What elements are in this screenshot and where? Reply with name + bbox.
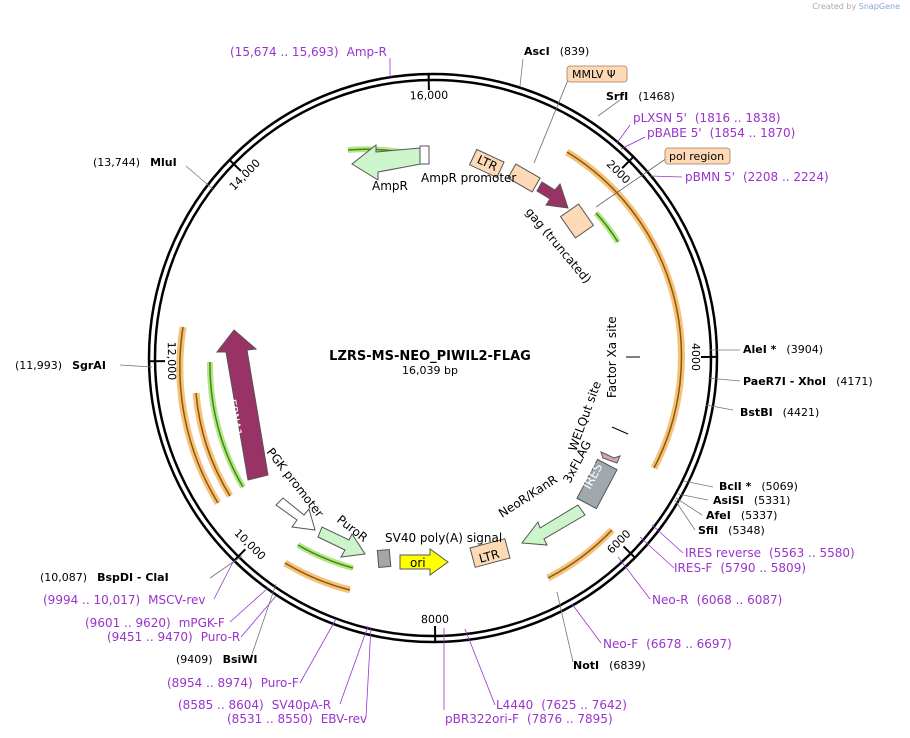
primer-puro-f: (8954 .. 8974)Puro-F	[167, 676, 299, 690]
orf-arc-2-line	[547, 529, 613, 579]
primer-puro-r: (9451 .. 9470)Puro-R	[107, 630, 240, 644]
puror-arrow	[317, 526, 366, 558]
gag-box	[559, 203, 595, 239]
orf-arcs	[176, 149, 685, 594]
sv40-polya-box	[376, 548, 392, 569]
primer-plxsn: pLXSN 5'(1816 .. 1838)	[633, 111, 781, 125]
orf-arc-2	[546, 527, 615, 582]
plasmid-length: 16,039 bp	[402, 364, 458, 377]
label-ampr: AmpR	[372, 179, 408, 193]
site-ascI: AscI(839)	[524, 45, 589, 58]
welqut-line	[611, 426, 629, 435]
orf-arc-1-line	[566, 151, 683, 469]
ampr-promoter-box	[419, 145, 430, 165]
label-ori: ori	[410, 556, 426, 570]
primer-ires-reverse: IRES reverse(5563 .. 5580)	[685, 546, 855, 560]
primer-l4440: L4440(7625 .. 7642)	[496, 698, 627, 712]
primer-mscv-rev: (9994 .. 10,017)MSCV-rev	[43, 593, 206, 607]
label-ebna1: EBNA1	[225, 398, 244, 437]
flag-marker	[600, 451, 621, 464]
pol-label-box	[664, 147, 731, 165]
primer-leaders	[213, 58, 684, 718]
pol-leader	[595, 157, 668, 208]
label-neor: NeoR/KanR	[496, 472, 560, 520]
primer-pbmn: pBMN 5'(2208 .. 2224)	[685, 170, 829, 184]
site-bstbI: BstBI(4421)	[740, 406, 819, 419]
green-arc-3-line	[209, 361, 244, 488]
tick-mark	[233, 548, 247, 562]
primer-ebv-rev: (8531 .. 8550)EBV-rev	[227, 712, 367, 726]
plasmid-title: LZRS-MS-NEO_PIWIL2-FLAG	[329, 349, 531, 364]
label-sv40: SV40 poly(A) signal	[385, 531, 502, 545]
pol-label: pol region	[669, 150, 724, 163]
site-aleI: AleI *(3904)	[743, 343, 823, 356]
primer-ires-f: IRES-F(5790 .. 5809)	[674, 561, 806, 575]
neor-arrow	[521, 504, 586, 546]
site-notI: NotI(6839)	[573, 659, 646, 672]
orf-arc-3-line	[284, 562, 351, 591]
orf-arc-4-line	[179, 326, 219, 504]
site-asiSI: AsiSI(5331)	[713, 494, 790, 507]
primer-neo-r: Neo-R(6068 .. 6087)	[652, 593, 782, 607]
site-bsiWI: (9409)BsiWI	[176, 653, 258, 666]
primer-pbr322ori-f: pBR322ori-F(7876 .. 7895)	[445, 712, 613, 726]
label-ltr-bottom: LTR	[477, 547, 501, 566]
ltr-top-box	[468, 148, 505, 179]
ebna1-arrow	[215, 329, 269, 481]
pgk-promoter-arrow	[275, 497, 316, 531]
primer-amp-r: (15,674 .. 15,693)Amp-R	[230, 45, 387, 59]
site-sgrAI: (11,993)SgrAI	[15, 359, 106, 372]
backbone-inner	[153, 78, 713, 638]
gag-arrow	[536, 181, 569, 209]
primers: (15,674 .. 15,693)Amp-R pLXSN 5'(1816 ..…	[43, 45, 855, 726]
tick-label: 4000	[689, 343, 702, 371]
green-arcs	[206, 146, 621, 571]
site-sfiI: SfiI(5348)	[698, 524, 765, 537]
site-paer7i: PaeR7I - XhoI(4171)	[743, 375, 873, 388]
restriction-sites: AscI(839) SrfI(1468) AleI *(3904) PaeR7I…	[15, 45, 873, 672]
mmlv-label: MMLV Ψ	[572, 68, 616, 81]
site-afeI: AfeI(5337)	[706, 509, 777, 522]
site-bspdI: (10,087)BspDI - ClaI	[40, 571, 169, 584]
site-srfI: SrfI(1468)	[606, 90, 675, 103]
site-leaders	[119, 58, 741, 663]
tick-label: 12,000	[165, 342, 178, 381]
credit-prefix: Created by	[812, 2, 857, 11]
ltr-bottom-box	[469, 538, 511, 568]
backbone-outer	[147, 72, 719, 644]
ires-box	[576, 458, 618, 510]
snapgene-brand: SnapGene	[858, 2, 900, 11]
tick-label: 16,000	[410, 89, 449, 103]
primer-mpgk-f: (9601 .. 9620)mPGK-F	[85, 616, 225, 630]
tick-mark	[622, 545, 636, 559]
mmlv-psi-box	[507, 163, 541, 193]
boxed-labels: MMLV Ψ pol region	[533, 65, 731, 208]
ampr-arrow	[351, 143, 422, 181]
green-arc-1-line	[595, 212, 619, 243]
mmlv-label-box	[566, 65, 628, 83]
green-arc-2-line	[297, 544, 354, 569]
orf-arc-5-line	[195, 392, 231, 497]
label-factor-xa: Factor Xa site	[605, 316, 619, 398]
primer-sv40pa-r: (8585 .. 8604)SV40pA-R	[178, 698, 331, 712]
tick-mark	[228, 159, 242, 172]
primer-pbabe: pBABE 5'(1854 .. 1870)	[647, 126, 795, 140]
tick-label: 8000	[421, 613, 449, 626]
credit: Created by SnapGene	[812, 2, 900, 11]
feature-shapes	[215, 143, 640, 576]
tick-mark	[621, 156, 635, 169]
mmlv-leader	[533, 79, 569, 164]
site-mluI: (13,744)MluI	[93, 156, 177, 169]
label-ampr-promoter: AmpR promoter	[421, 171, 516, 185]
ori-arrow	[399, 548, 449, 576]
site-bclI: BclI *(5069)	[719, 480, 798, 493]
primer-neo-f: Neo-F(6678 .. 6697)	[603, 637, 732, 651]
